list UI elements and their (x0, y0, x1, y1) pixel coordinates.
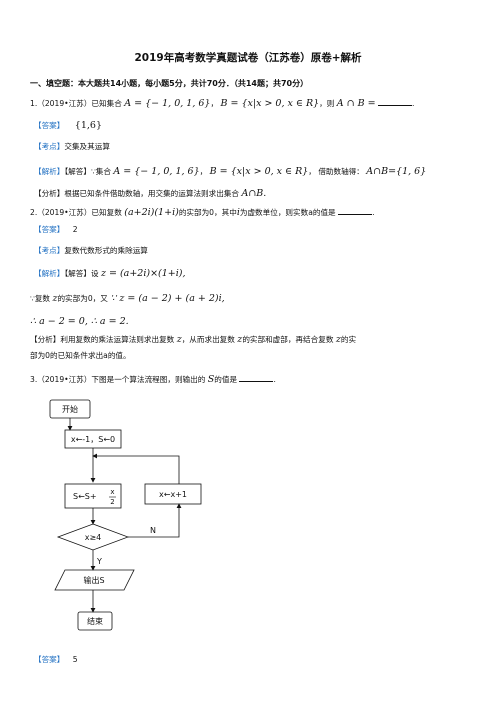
q3-answer: 【答案】 5 (34, 655, 78, 664)
flow-output-box (54, 569, 135, 591)
page-title: 2019年高考数学真题试卷（江苏卷）原卷+解析 (134, 52, 362, 64)
flow-update-s-label: S←S+ (73, 492, 97, 501)
q2-answer: 【答案】 2 (34, 225, 78, 234)
flow-init-label: x←-1，S←0 (71, 435, 115, 444)
q1-set-a: A = {− 1, 0, 1, 6} (124, 98, 211, 109)
q2-knowledge-point: 【考点】复数代数形式的乘除运算 (34, 246, 148, 255)
flow-end-box (77, 611, 113, 631)
flowchart: 开始 x←-1，S←0 S←S+ x 2 x←x+1 x≥4 N Y 输出S 结… (49, 399, 202, 631)
q2-solution: 【解析】【解答】设 z = (a+2i)×(1+i), (34, 268, 186, 279)
flow-update-x-label: x←x+1 (159, 490, 187, 499)
q1-set-b: B = {x|x > 0, x ∈ R} (220, 98, 320, 109)
section-heading: 一、填空题：本大题共14小题，每小题5分，共计70分．（共14题；共70分） (30, 79, 309, 88)
q2-analysis: 【分析】利用复数的乘法运算法则求出复数 z，从而求出复数 z的实部和虚部，再结合… (30, 334, 357, 345)
q1-stem: 1.（2019•江苏）已知集合 A = {− 1, 0, 1, 6}， B = … (30, 97, 415, 109)
answer-blank (239, 373, 274, 382)
flow-condition-label: x≥4 (85, 533, 102, 542)
flow-start-label: 开始 (62, 404, 78, 414)
flow-update-x-box (144, 483, 202, 505)
flow-frac-num: x (110, 488, 114, 496)
q1-knowledge-point: 【考点】交集及其运算 (34, 142, 110, 151)
q2-solution-line2: ∵复数 z的实部为0，又 ∵ z = (a − 2) + (a + 2)i, (30, 293, 225, 304)
q1-expr: A ∩ B = (336, 98, 376, 109)
answer-blank (338, 206, 373, 215)
q3-stem: 3.（2019•江苏）下图是一个算法流程图，则输出的 S的值是 . (30, 373, 276, 385)
flow-yes-label: Y (96, 557, 102, 566)
flow-frac-den: 2 (110, 498, 114, 506)
q1-solution: 【解析】【解答】∵集合 A = {− 1, 0, 1, 6}， B = {x|x… (34, 166, 427, 177)
flow-no-label: N (150, 526, 156, 535)
q1-analysis: 【分析】根据已知条件借助数轴，用交集的运算法则求出集合 A∩B. (34, 188, 267, 199)
answer-blank (378, 97, 412, 106)
q2-stem: 2.（2019•江苏）已知复数 (a+2i)(1+i)的实部为0，其中i为虚数单… (30, 206, 375, 218)
flow-output-label: 输出S (83, 575, 104, 585)
q2-analysis-line2: 部为0的已知条件求出a的值。 (30, 351, 131, 360)
flow-end-label: 结束 (87, 616, 103, 626)
q2-solution-line3: ∴ a − 2 = 0, ∴ a = 2. (30, 316, 129, 327)
q1-answer: 【答案】 {1,6} (34, 120, 102, 131)
